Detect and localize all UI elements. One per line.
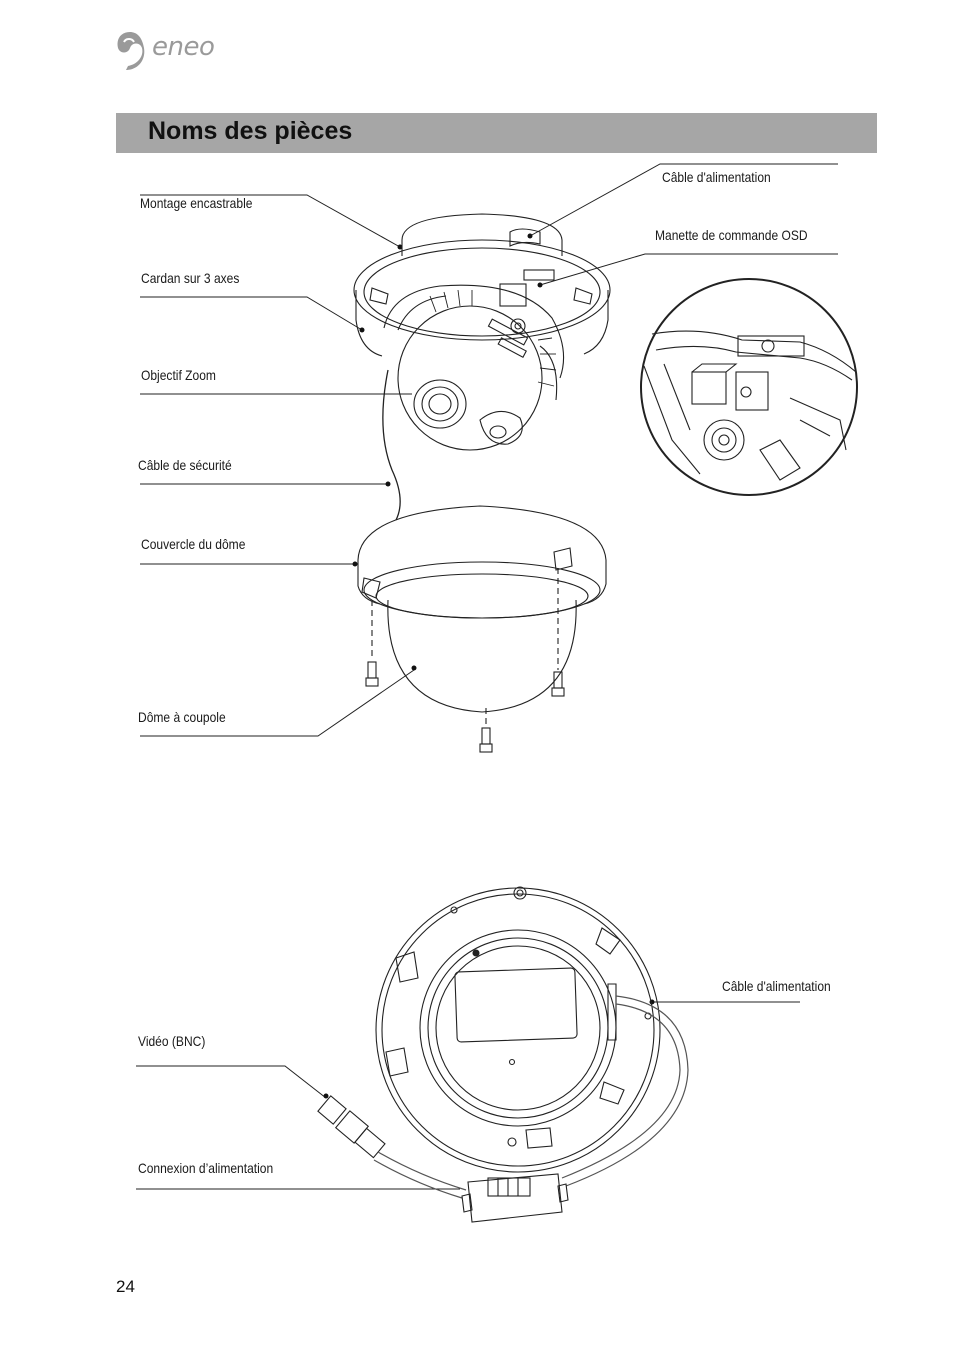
- label-dome-bubble: Dôme à coupole: [138, 709, 226, 725]
- leader-dots-figure2: [323, 999, 655, 1099]
- logo-text: eneo: [152, 32, 215, 62]
- label-power-cable-top: Câble d'alimentation: [662, 169, 771, 185]
- eneo-swirl-logo-icon: [117, 32, 145, 70]
- leader-lines-figure2: [136, 1001, 800, 1190]
- eneo-logo: eneo: [112, 28, 222, 74]
- label-safety-cable: Câble de sécurité: [138, 457, 232, 473]
- section-title: Noms des pièces: [148, 117, 353, 145]
- gimbal-and-camera: [383, 284, 565, 451]
- osd-joystick-detail: [640, 278, 858, 496]
- leader-lines-figure1: [140, 163, 838, 737]
- label-flush-mount: Montage encastrable: [140, 195, 253, 211]
- camera-mount-housing: [353, 213, 611, 357]
- bnc-connector: [317, 1095, 467, 1199]
- power-terminal-block: [461, 1173, 569, 1223]
- label-power-cable-bottom: Câble d'alimentation: [722, 978, 831, 994]
- power-cable-loop: [561, 995, 689, 1187]
- dome-bubble: [387, 599, 577, 713]
- label-osd-joystick: Manette de commande OSD: [655, 227, 808, 243]
- label-power-connection: Connexion d’alimentation: [138, 1160, 274, 1176]
- safety-cable-line: [382, 369, 401, 521]
- label-video-bnc: Vidéo (BNC): [138, 1033, 206, 1049]
- screws: [365, 568, 565, 753]
- dome-cover: [357, 505, 607, 619]
- label-zoom-lens: Objectif Zoom: [141, 367, 216, 383]
- section-title-bar: Noms des pièces: [116, 113, 877, 153]
- label-gimbal: Cardan sur 3 axes: [141, 270, 240, 286]
- page-number: 24: [116, 1277, 135, 1296]
- label-dome-cover: Couvercle du dôme: [141, 536, 246, 552]
- leader-dots-figure1: [352, 233, 543, 671]
- camera-bottom-view: [375, 886, 661, 1173]
